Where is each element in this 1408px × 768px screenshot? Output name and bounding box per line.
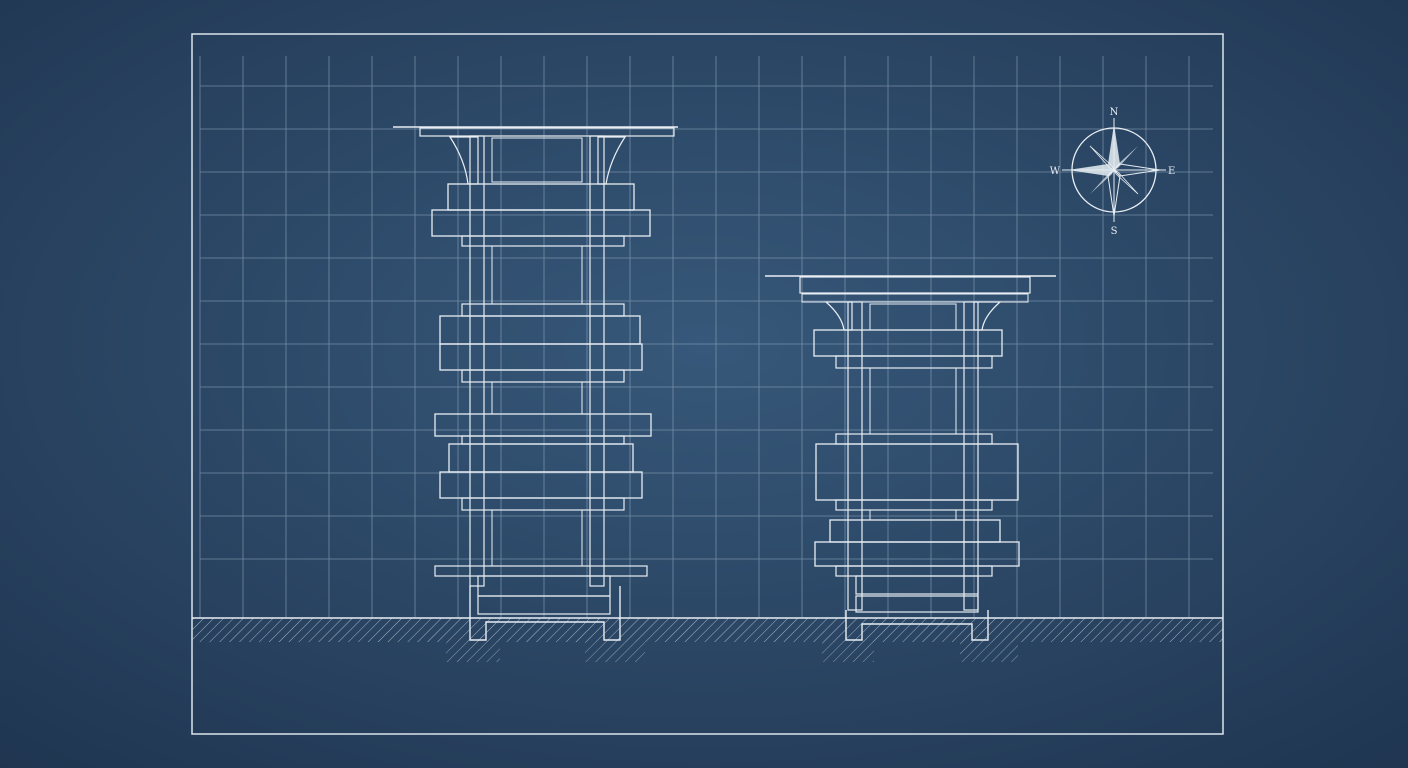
- tower-footing: [469, 586, 621, 641]
- tower-cap: [419, 127, 675, 137]
- compass-west-label: W: [1050, 166, 1061, 177]
- compass-east-label: E: [1168, 166, 1175, 177]
- tall-tower: [393, 126, 678, 641]
- tower-column-left: [847, 301, 863, 611]
- drawing-frame: [191, 33, 1224, 735]
- tower-column-right: [963, 301, 979, 611]
- short-tower: [765, 275, 1056, 641]
- compass-south-label: S: [1111, 226, 1118, 237]
- tower-column-left: [469, 135, 485, 587]
- tower-footing: [845, 610, 989, 641]
- compass-north-label: N: [1110, 107, 1119, 118]
- tower-column-right: [589, 135, 605, 587]
- warm-slab: [855, 575, 979, 595]
- tower-cap: [799, 276, 1031, 294]
- compass-rose-icon: N S E W: [1050, 107, 1176, 237]
- grid: [199, 56, 1213, 618]
- glass-panel: [491, 137, 583, 183]
- ground-line: [192, 617, 1223, 662]
